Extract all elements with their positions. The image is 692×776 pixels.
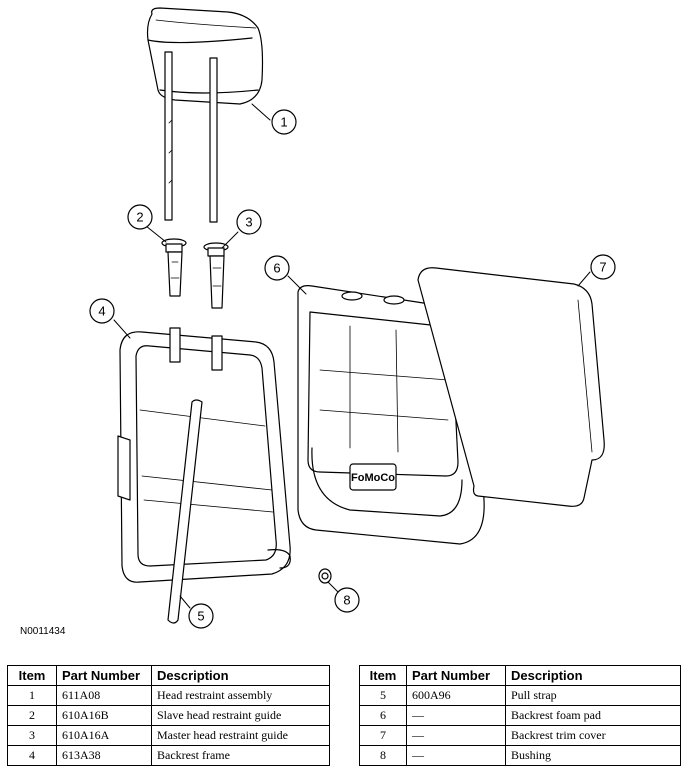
cell-part-number: — bbox=[406, 725, 506, 746]
table-header-row: Item Part Number Description bbox=[359, 665, 681, 686]
cell-part-number: 611A08 bbox=[56, 685, 152, 706]
backrest-frame-drawing bbox=[117, 327, 291, 583]
fomoco-logo: FoMoCo bbox=[351, 472, 395, 484]
callout-8: 8 bbox=[334, 587, 360, 613]
cell-item: 7 bbox=[359, 725, 407, 746]
table-header-row: Item Part Number Description bbox=[7, 665, 330, 686]
table-row: 2 610A16B Slave head restraint guide bbox=[7, 705, 330, 726]
callout-5: 5 bbox=[188, 603, 214, 629]
table-row: 4 613A38 Backrest frame bbox=[7, 745, 330, 766]
header-item: Item bbox=[7, 665, 57, 686]
cell-description: Backrest foam pad bbox=[505, 705, 681, 726]
cell-description: Pull strap bbox=[505, 685, 681, 706]
svg-text:1: 1 bbox=[280, 115, 287, 130]
header-item: Item bbox=[359, 665, 407, 686]
cell-part-number: — bbox=[406, 705, 506, 726]
svg-text:7: 7 bbox=[599, 260, 606, 275]
cell-part-number: — bbox=[406, 745, 506, 766]
pull-strap-drawing bbox=[167, 399, 203, 624]
callout-6: 6 bbox=[264, 255, 290, 281]
table-row: 5 600A96 Pull strap bbox=[359, 685, 681, 706]
cell-description: Bushing bbox=[505, 745, 681, 766]
cell-description: Backrest trim cover bbox=[505, 725, 681, 746]
svg-text:2: 2 bbox=[136, 210, 143, 225]
backrest-trim-cover-drawing bbox=[417, 267, 605, 507]
header-part-number: Part Number bbox=[406, 665, 506, 686]
cell-part-number: 613A38 bbox=[56, 745, 152, 766]
cell-part-number: 610A16A bbox=[56, 725, 152, 746]
callout-1: 1 bbox=[271, 109, 297, 135]
table-row: 6 — Backrest foam pad bbox=[359, 705, 681, 726]
svg-text:4: 4 bbox=[98, 304, 105, 319]
parts-table-right: Item Part Number Description 5 600A96 Pu… bbox=[359, 665, 681, 766]
exploded-view-diagram: FoMoCo 1 2 3 4 5 6 7 8 bbox=[89, 7, 616, 629]
cell-item: 2 bbox=[7, 705, 57, 726]
cell-description: Slave head restraint guide bbox=[151, 705, 330, 726]
cell-item: 5 bbox=[359, 685, 407, 706]
header-description: Description bbox=[505, 665, 681, 686]
cell-item: 3 bbox=[7, 725, 57, 746]
leader-lines bbox=[113, 103, 591, 609]
cell-item: 4 bbox=[7, 745, 57, 766]
callout-4: 4 bbox=[89, 298, 115, 324]
table-row: 8 — Bushing bbox=[359, 745, 681, 766]
master-guide-drawing bbox=[203, 242, 229, 309]
header-part-number: Part Number bbox=[56, 665, 152, 686]
svg-text:5: 5 bbox=[197, 609, 204, 624]
callout-3: 3 bbox=[236, 209, 262, 235]
svg-text:8: 8 bbox=[343, 593, 350, 608]
parts-table-left: Item Part Number Description 1 611A08 He… bbox=[7, 665, 330, 766]
cell-item: 8 bbox=[359, 745, 407, 766]
table-row: 7 — Backrest trim cover bbox=[359, 725, 681, 746]
header-description: Description bbox=[151, 665, 330, 686]
cell-description: Master head restraint guide bbox=[151, 725, 330, 746]
cell-description: Head restraint assembly bbox=[151, 685, 330, 706]
slave-guide-drawing bbox=[161, 238, 187, 297]
svg-text:6: 6 bbox=[273, 261, 280, 276]
figure-id: N0011434 bbox=[20, 626, 66, 637]
cell-part-number: 610A16B bbox=[56, 705, 152, 726]
bushing-drawing bbox=[318, 568, 332, 584]
cell-part-number: 600A96 bbox=[406, 685, 506, 706]
head-restraint-drawing bbox=[146, 7, 264, 223]
cell-item: 6 bbox=[359, 705, 407, 726]
svg-text:3: 3 bbox=[245, 215, 252, 230]
cell-description: Backrest frame bbox=[151, 745, 330, 766]
callout-2: 2 bbox=[127, 204, 153, 230]
table-row: 1 611A08 Head restraint assembly bbox=[7, 685, 330, 706]
table-row: 3 610A16A Master head restraint guide bbox=[7, 725, 330, 746]
cell-item: 1 bbox=[7, 685, 57, 706]
callout-7: 7 bbox=[590, 254, 616, 280]
